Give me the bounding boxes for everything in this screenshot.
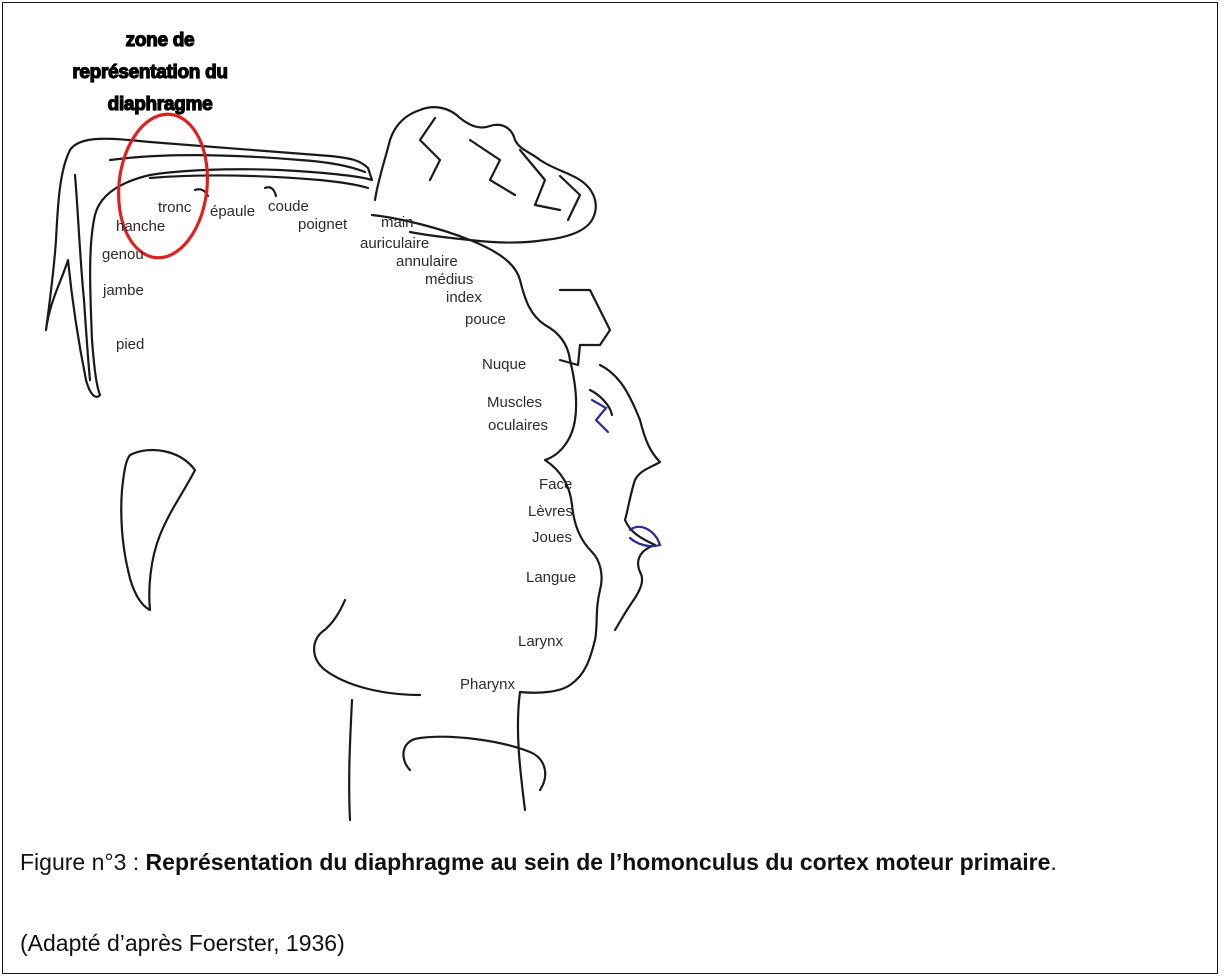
label-face: Face xyxy=(539,476,572,493)
label-epaule: épaule xyxy=(210,203,255,220)
label-nuque: Nuque xyxy=(482,356,526,373)
label-main: main xyxy=(381,214,414,231)
label-langue: Langue xyxy=(526,569,576,586)
zone-title-line-2: représentation du xyxy=(72,62,227,83)
cortex-mid-band xyxy=(150,176,368,188)
label-pouce: pouce xyxy=(465,311,506,328)
label-genou: genou xyxy=(102,246,144,263)
label-tronc: tronc xyxy=(158,199,192,216)
label-poignet: poignet xyxy=(298,216,348,233)
label-larynx: Larynx xyxy=(518,633,564,650)
label-levres: Lèvres xyxy=(528,503,573,520)
zone-title-line-1: zone de xyxy=(126,30,195,51)
label-hanche: hanche xyxy=(116,218,165,235)
label-jambe: jambe xyxy=(102,282,144,299)
lower-loop xyxy=(403,737,545,790)
label-medius: médius xyxy=(425,271,473,288)
finger-2 xyxy=(470,140,515,195)
finger-1 xyxy=(420,118,440,180)
caption-title: Représentation du diaphragme au sein de … xyxy=(146,849,1051,875)
arm-outline xyxy=(121,450,195,610)
diaphragm-zone-highlight xyxy=(112,110,215,262)
label-index: index xyxy=(446,289,482,306)
homunculus-top-outline xyxy=(70,139,372,395)
label-coude: coude xyxy=(268,198,309,215)
throat-lower xyxy=(518,692,525,810)
homunculus-diagram: zone de représentation du diaphragme xyxy=(0,0,1224,830)
lip-annotation-mark xyxy=(630,527,660,546)
caption-prefix: Figure n°3 : xyxy=(20,849,146,875)
zone-title-line-3: diaphragme xyxy=(108,94,213,115)
label-annulaire: annulaire xyxy=(396,253,458,270)
neck-lower xyxy=(349,700,352,820)
caption-suffix: . xyxy=(1050,849,1056,875)
label-joues: Joues xyxy=(532,529,572,546)
finger-4 xyxy=(560,176,580,220)
label-pied: pied xyxy=(116,336,144,353)
eye-socket xyxy=(590,390,612,415)
figure-source: (Adapté d’après Foerster, 1936) xyxy=(20,930,345,957)
leg-outline xyxy=(46,150,100,397)
label-pharynx: Pharynx xyxy=(460,676,516,693)
label-auriculaire: auriculaire xyxy=(360,235,429,252)
label-oculaires: oculaires xyxy=(488,417,548,434)
neck-curve xyxy=(314,600,420,695)
label-muscles: Muscles xyxy=(487,394,542,411)
shoulder-segment-line xyxy=(265,187,276,196)
leg-inner-fold xyxy=(75,175,90,380)
eye-annotation-mark xyxy=(592,400,608,432)
figure-caption: Figure n°3 : Représentation du diaphragm… xyxy=(20,846,1220,878)
